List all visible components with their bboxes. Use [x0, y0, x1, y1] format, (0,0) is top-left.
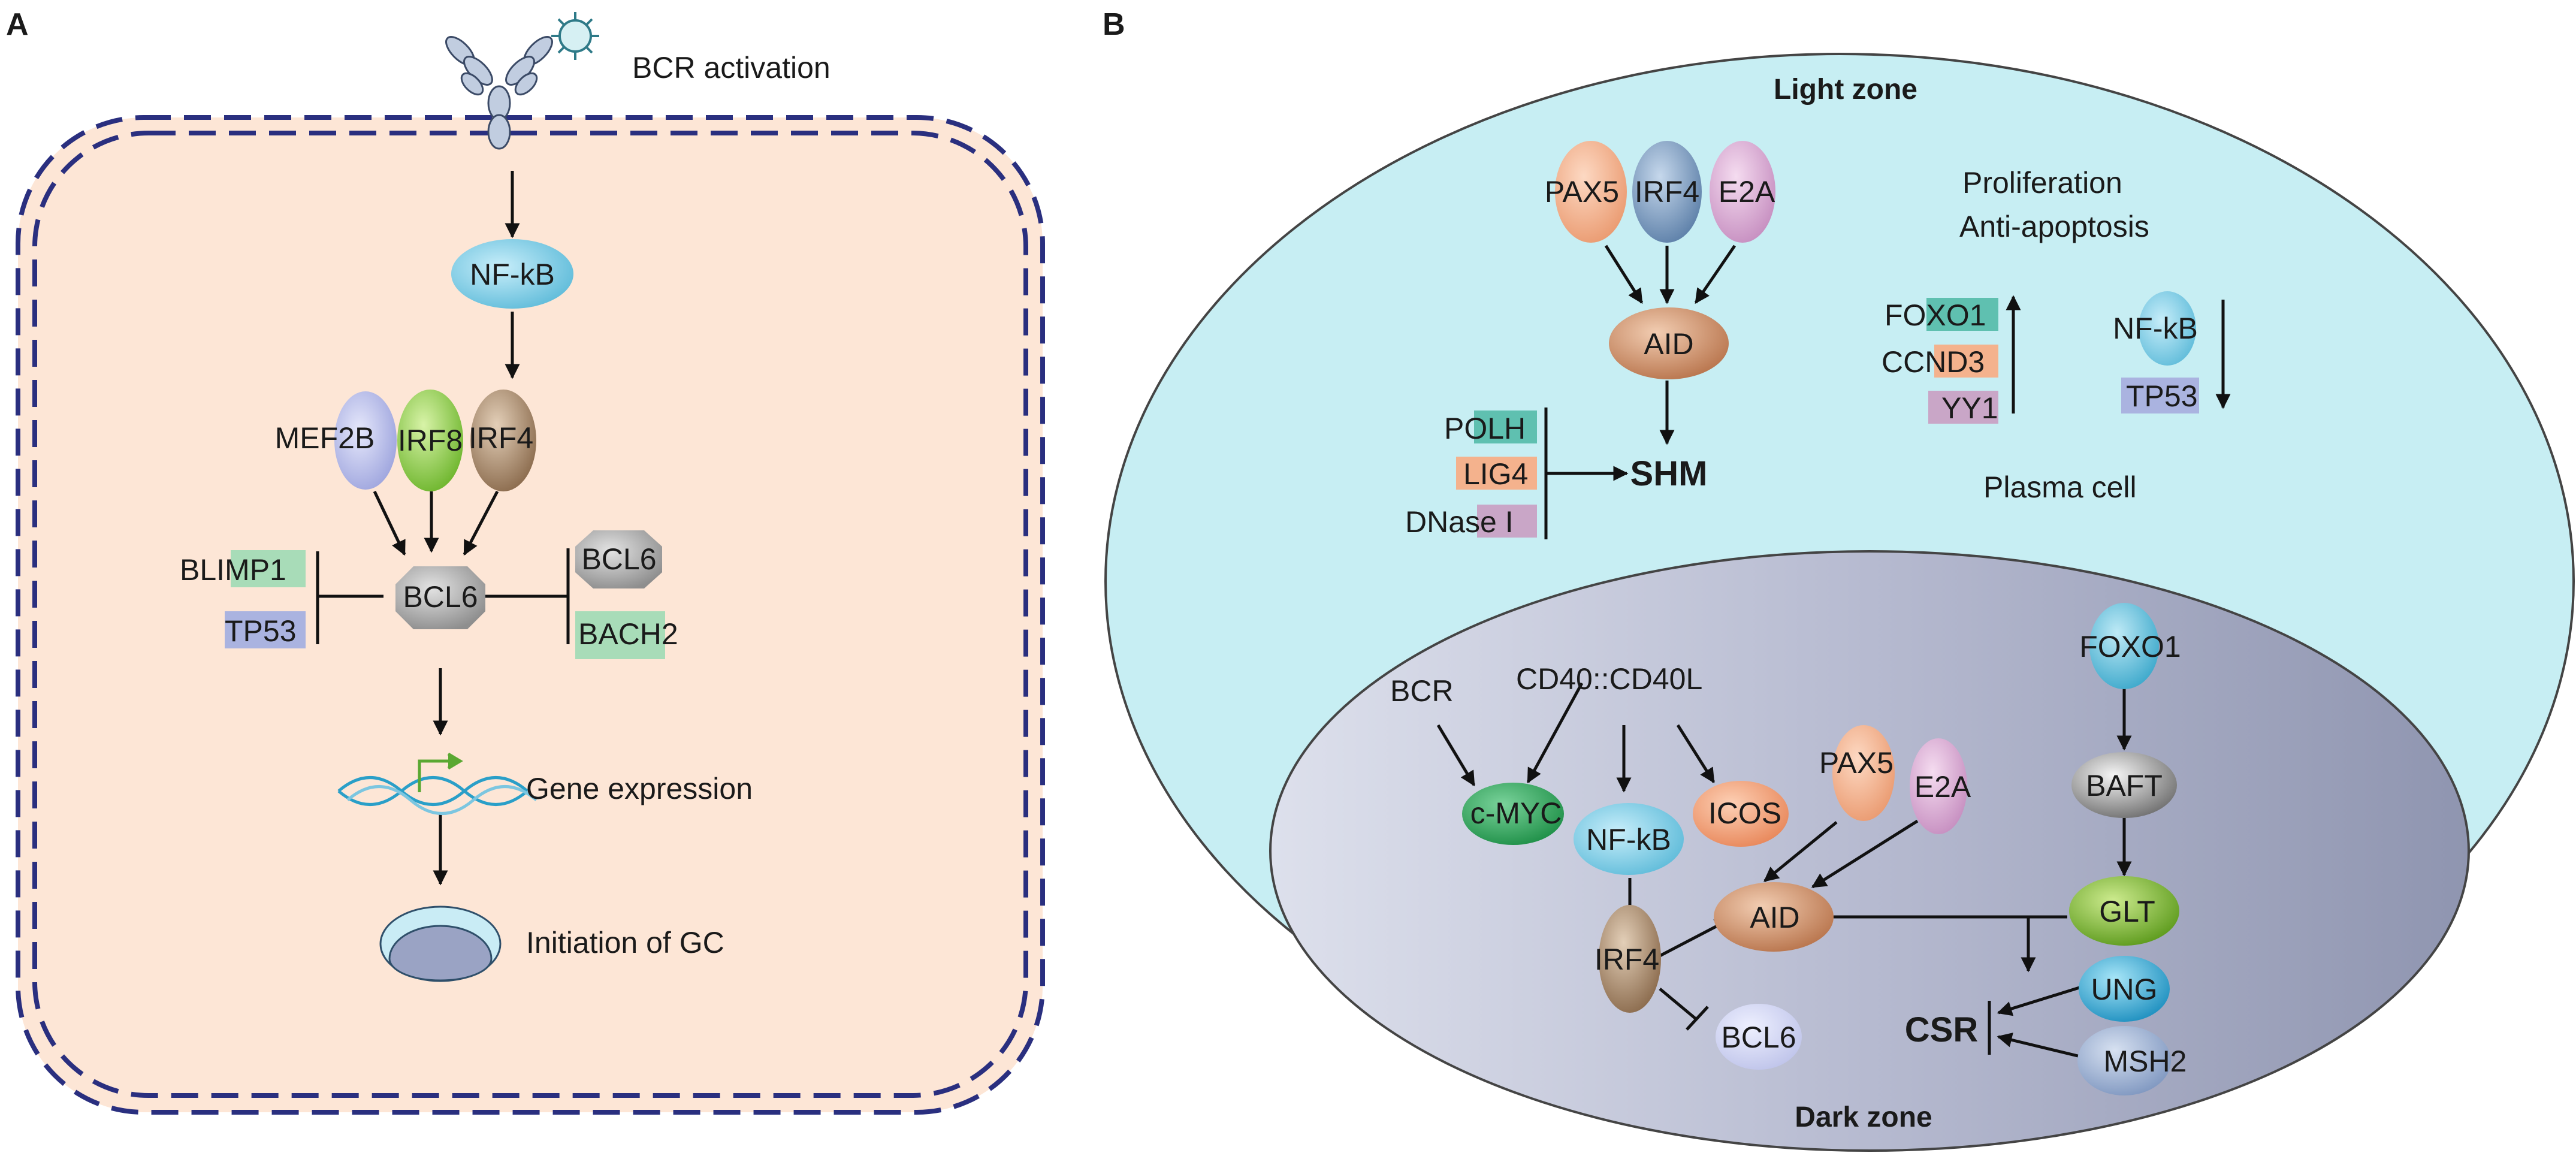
- csr-label: CSR: [1905, 1010, 1978, 1049]
- shm-label: SHM: [1630, 454, 1708, 493]
- panel-a-arrows: [316, 171, 570, 886]
- tp53-label-light: TP53: [2126, 379, 2198, 413]
- lig4-label: LIG4: [1463, 457, 1528, 491]
- irf4-node-light: IRF4: [1632, 141, 1702, 243]
- aid-label-dark: AID: [1750, 901, 1799, 934]
- nfkb-node-a: NF-kB: [451, 239, 573, 309]
- tp53-node-a: TP53: [225, 611, 306, 648]
- irf4-label-a: IRF4: [469, 421, 533, 455]
- foxo1-label-light: FOXO1: [1885, 298, 1986, 332]
- transcription-start-arrow-icon: [418, 752, 463, 792]
- irf4-node-dark: IRF4: [1594, 905, 1661, 1013]
- dark-arrows: [1436, 682, 2132, 1060]
- dnase-node: DNase I: [1405, 505, 1537, 539]
- msh2-label: MSH2: [2104, 1045, 2187, 1078]
- pax5-label-dark: PAX5: [1819, 746, 1894, 780]
- gene-expression-label: Gene expression: [526, 772, 753, 805]
- panel-b-label: B: [1103, 7, 1125, 42]
- yy1-box: YY1: [1928, 391, 1998, 425]
- pax5-label-light: PAX5: [1545, 175, 1619, 209]
- mef2b-node: MEF2B: [275, 391, 397, 490]
- dnase-label: DNase I: [1405, 505, 1514, 539]
- polh-node: POLH: [1444, 411, 1537, 445]
- e2a-node-dark: E2A: [1910, 738, 1971, 834]
- light-zone-label: Light zone: [1774, 74, 1917, 105]
- pax5-node-dark: PAX5: [1819, 725, 1895, 821]
- cmyc-node: c-MYC: [1462, 783, 1564, 845]
- bcr-label-dark: BCR: [1390, 674, 1454, 708]
- yy1-label: YY1: [1941, 391, 1998, 425]
- irf4-node-a: IRF4: [469, 390, 536, 491]
- nfkb-label-light: NF-kB: [2113, 312, 2198, 345]
- glt-node: GLT: [2069, 876, 2179, 946]
- lig4-node: LIG4: [1456, 457, 1537, 491]
- glt-label: GLT: [2099, 895, 2155, 928]
- nfkb-node-light: NF-kB: [2113, 291, 2198, 366]
- b-cell: [16, 115, 1045, 1115]
- bach2-label: BACH2: [578, 617, 678, 651]
- cmyc-label: c-MYC: [1470, 796, 1562, 830]
- irf4-label-light: IRF4: [1635, 175, 1699, 209]
- bcl6-right-node: BCL6: [575, 530, 662, 588]
- dark-zone-label: Dark zone: [1795, 1101, 1932, 1133]
- panel-a-label: A: [6, 7, 29, 42]
- aid-node-dark: AID: [1714, 882, 1834, 952]
- proliferation-label: Proliferation: [1962, 166, 2122, 200]
- nfkb-node-dark: NF-kB: [1574, 803, 1684, 875]
- aid-label-light: AID: [1644, 327, 1693, 361]
- icos-label: ICOS: [1708, 796, 1781, 830]
- tp53-box-light: TP53: [2121, 378, 2199, 413]
- blimp1-label: BLIMP1: [180, 553, 286, 587]
- dna-helix-icon: [337, 776, 537, 815]
- bcl6-center-node: BCL6: [395, 566, 485, 629]
- nfkb-label-dark: NF-kB: [1586, 823, 1671, 856]
- initiation-gc-label: Initiation of GC: [526, 926, 724, 959]
- irf8-label: IRF8: [398, 424, 463, 457]
- germinal-center-icon: [379, 906, 502, 982]
- plasma-cell-label: Plasma cell: [1983, 470, 2137, 504]
- irf8-node: IRF8: [397, 390, 463, 491]
- ung-node: UNG: [2079, 956, 2170, 1022]
- ung-label: UNG: [2091, 973, 2157, 1006]
- baft-node: BAFT: [2071, 752, 2177, 818]
- baft-label: BAFT: [2086, 769, 2163, 802]
- e2a-label-light: E2A: [1719, 175, 1775, 209]
- tp53-label-a: TP53: [225, 614, 297, 648]
- ccnd3-box: CCND3: [1882, 345, 1998, 379]
- irf4-label-dark: IRF4: [1594, 943, 1659, 976]
- nfkb-label-a: NF-kB: [470, 258, 555, 291]
- bach2-node: BACH2: [575, 611, 678, 659]
- anti-apoptosis-label: Anti-apoptosis: [1959, 210, 2149, 243]
- antigen-virus-icon: [551, 12, 599, 60]
- bcr-receptor-icon: [445, 36, 553, 150]
- pax5-node-light: PAX5: [1545, 141, 1627, 243]
- mef2b-label: MEF2B: [275, 421, 375, 455]
- ccnd3-label: CCND3: [1882, 345, 1985, 379]
- foxo1-box-light: FOXO1: [1885, 298, 1998, 332]
- light-arrows: [1544, 245, 2231, 539]
- icos-node: ICOS: [1693, 781, 1789, 847]
- bcl6-right-label: BCL6: [581, 542, 656, 576]
- msh2-node: MSH2: [2077, 1026, 2187, 1095]
- cd40-label: CD40::CD40L: [1516, 662, 1702, 696]
- e2a-label-dark: E2A: [1914, 770, 1971, 804]
- polh-label: POLH: [1444, 412, 1526, 445]
- e2a-node-light: E2A: [1710, 141, 1775, 243]
- blimp1-node: BLIMP1: [180, 550, 306, 587]
- aid-node-light: AID: [1609, 307, 1729, 379]
- bcl6-label-dark: BCL6: [1721, 1021, 1796, 1054]
- foxo1-label-dark: FOXO1: [2079, 630, 2181, 663]
- bcl6-center-label: BCL6: [403, 580, 478, 614]
- bcr-activation-label: BCR activation: [632, 51, 831, 84]
- foxo1-node-dark: FOXO1: [2079, 603, 2181, 689]
- bcl6-node-dark: BCL6: [1716, 1004, 1802, 1070]
